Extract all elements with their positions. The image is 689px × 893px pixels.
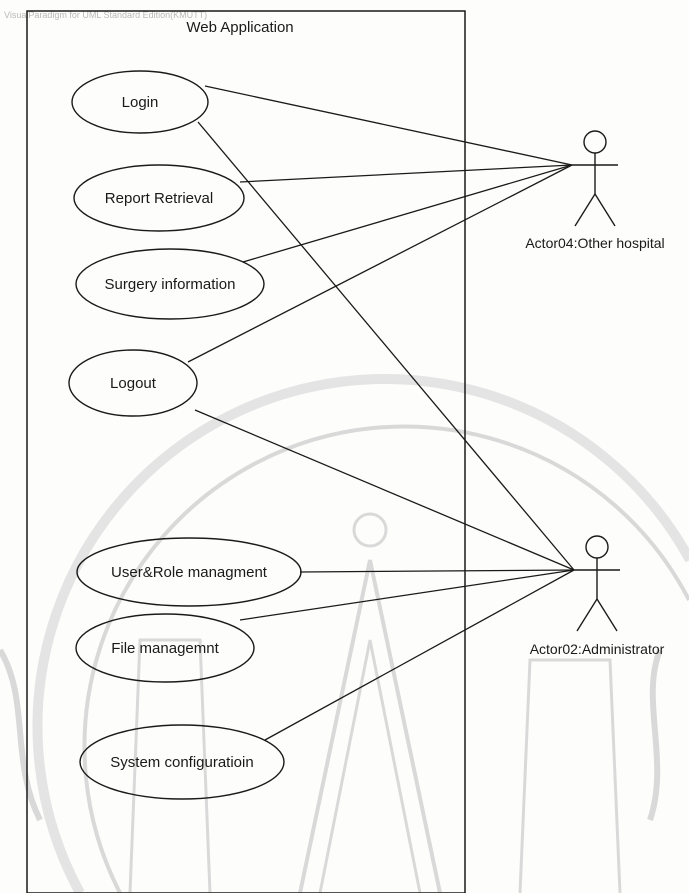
association-actor02-user-role-management — [299, 569, 575, 573]
use-case-surgery-information: Surgery information — [75, 248, 265, 320]
actor-label: Actor04:Other hospital — [525, 235, 664, 251]
header-note: VisualParadigm for UML Standard Edition(… — [4, 10, 207, 20]
use-case-file-management: File managemnt — [75, 613, 255, 683]
association-actor02-login — [197, 121, 575, 571]
association-actor04-report-retrieval — [239, 164, 573, 183]
association-lines — [187, 85, 575, 741]
actor-left-leg — [576, 598, 598, 632]
use-case-report-retrieval: Report Retrieval — [73, 164, 245, 232]
system-boundary — [26, 10, 466, 893]
use-case-label: Logout — [110, 375, 157, 392]
use-case-label: System configuratioin — [110, 754, 253, 771]
association-actor02-file-management — [239, 569, 575, 621]
use-case-ellipse — [73, 164, 245, 232]
association-actor02-logout — [194, 409, 575, 571]
use-case-ellipse — [75, 613, 255, 683]
use-case-label: User&Role managment — [111, 564, 268, 581]
actor-group: Actor04:Other hospitalActor02:Administra… — [525, 130, 665, 657]
actor-actor04: Actor04:Other hospital — [525, 130, 665, 251]
actor-right-leg — [594, 193, 616, 227]
use-case-label: Login — [122, 94, 159, 111]
actor-head — [585, 535, 609, 559]
actor-left-leg — [574, 193, 596, 227]
use-case-ellipse — [68, 349, 198, 417]
actor-head — [583, 130, 607, 154]
use-case-ellipse — [79, 724, 285, 800]
use-case-label: File managemnt — [111, 640, 219, 657]
association-actor04-surgery-information — [242, 164, 573, 263]
association-actor04-logout — [187, 164, 573, 363]
use-case-ellipse — [76, 537, 302, 607]
association-actor02-system-configuration — [264, 569, 575, 741]
university-seal-watermark — [0, 374, 689, 893]
actor-actor02: Actor02:Administrator — [530, 535, 665, 657]
use-case-login: Login — [71, 70, 209, 134]
actor-right-leg — [596, 598, 618, 632]
use-case-user-role-management: User&Role managment — [76, 537, 302, 607]
use-case-ellipse — [75, 248, 265, 320]
system-title: Web Application — [186, 19, 293, 36]
association-actor04-login — [204, 85, 573, 166]
use-case-label: Report Retrieval — [105, 190, 213, 207]
use-case-system-configuration: System configuratioin — [79, 724, 285, 800]
use-case-label: Surgery information — [105, 276, 236, 293]
actor-label: Actor02:Administrator — [530, 641, 665, 657]
use-case-ellipse — [71, 70, 209, 134]
use-case-logout: Logout — [68, 349, 198, 417]
